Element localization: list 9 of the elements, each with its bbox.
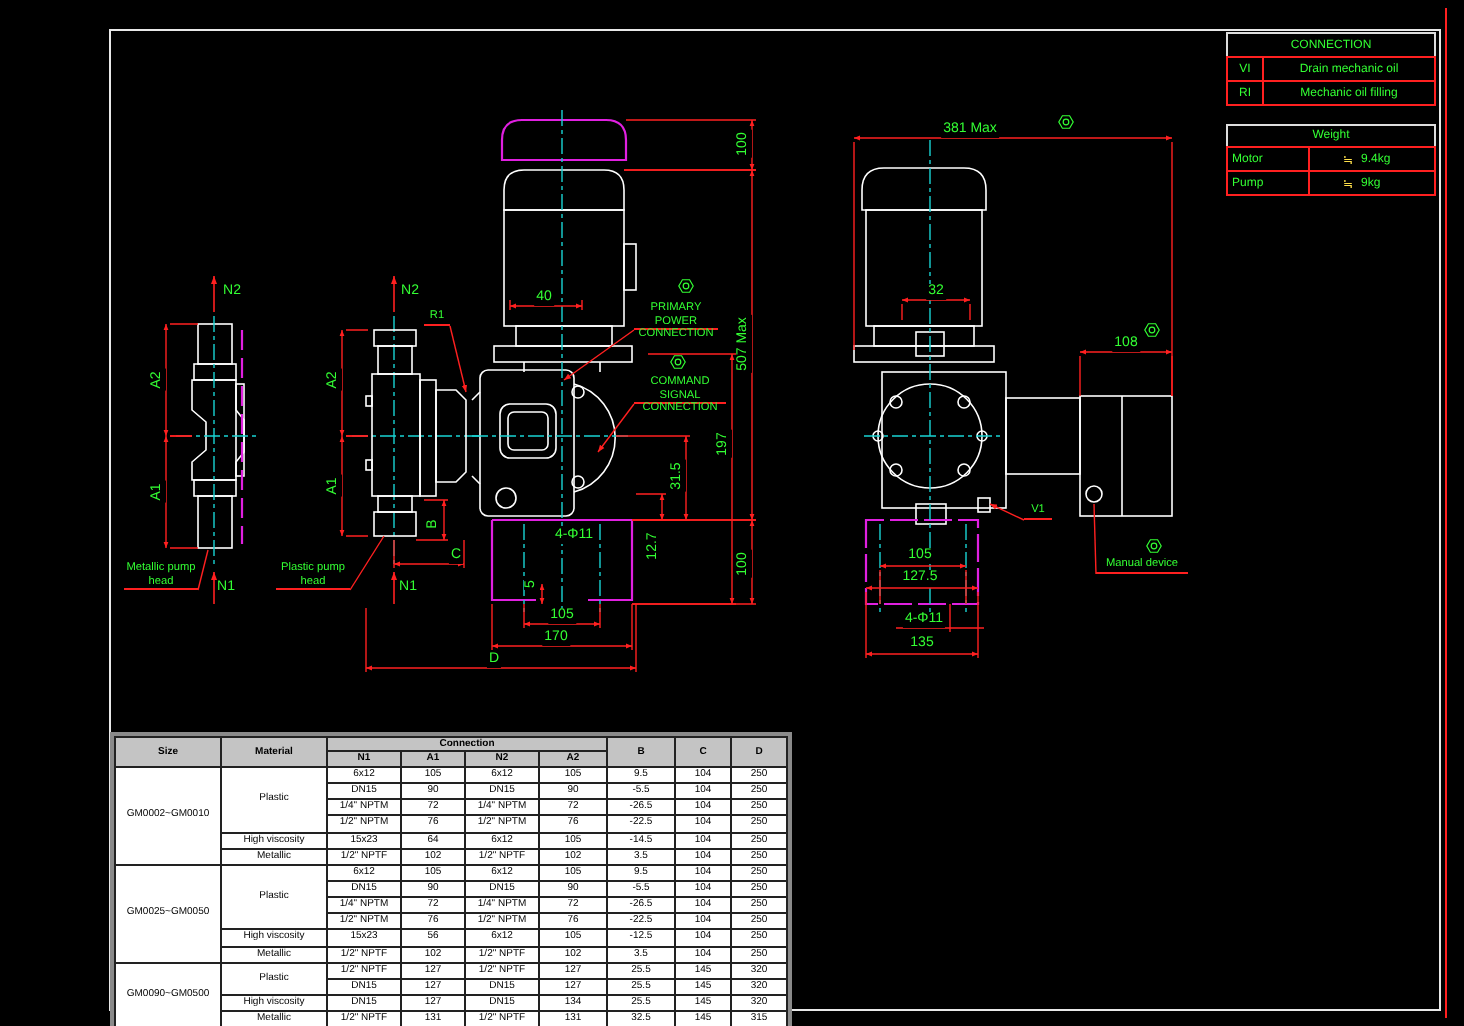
- leader-line: [349, 535, 385, 591]
- plastic-pump-head-drawing: [365, 329, 467, 537]
- leader-line: [1093, 503, 1097, 575]
- leader-line: [197, 549, 209, 591]
- leader-line: [597, 403, 635, 453]
- drain-valve: [977, 497, 991, 513]
- leader-line: [563, 329, 635, 381]
- leader-line: [989, 503, 1025, 521]
- leader-line: [449, 325, 468, 393]
